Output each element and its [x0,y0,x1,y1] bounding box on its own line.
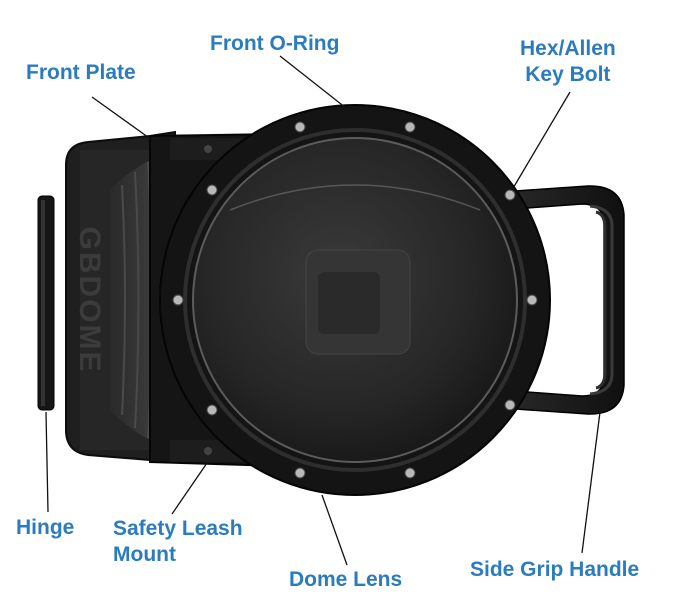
bolt [504,189,516,201]
label-dome-lens: Dome Lens [289,568,403,591]
lens-reflection [305,249,411,355]
label-leash-line1: Safety Leash [113,517,243,540]
bolt [404,467,416,479]
leader-leash [171,462,208,515]
hex-key-bolts [172,121,538,479]
bolt [206,404,218,416]
label-front-o-ring: Front O-Ring [210,32,340,55]
bolt [526,294,538,306]
bolt [206,184,218,196]
label-safety-leash-mount: Safety Leash Mount [113,516,243,568]
leader-hinge [45,411,49,513]
bolt [504,399,516,411]
leader-front-plate [91,96,153,141]
hinge-bar [37,195,55,411]
label-leash-line2: Mount [113,543,176,566]
bolt [404,121,416,133]
bolt [172,294,184,306]
leader-dome [321,494,348,566]
leader-lines [45,55,601,566]
leader-front-oring [279,55,347,109]
bolt [294,121,306,133]
leader-hex-bolt [511,91,571,191]
front-o-ring [183,128,527,472]
bolt [294,467,306,479]
label-hex-allen-key-bolt: Hex/Allen Key Bolt [520,36,616,88]
label-hinge: Hinge [16,516,75,539]
label-side-grip-handle: Side Grip Handle [470,558,640,581]
label-hex-line2: Key Bolt [525,63,611,86]
leader-grip [581,411,601,554]
label-front-plate: Front Plate [26,61,136,84]
label-hex-line1: Hex/Allen [520,37,616,60]
brand-mark-text: GBDOME [73,227,106,374]
